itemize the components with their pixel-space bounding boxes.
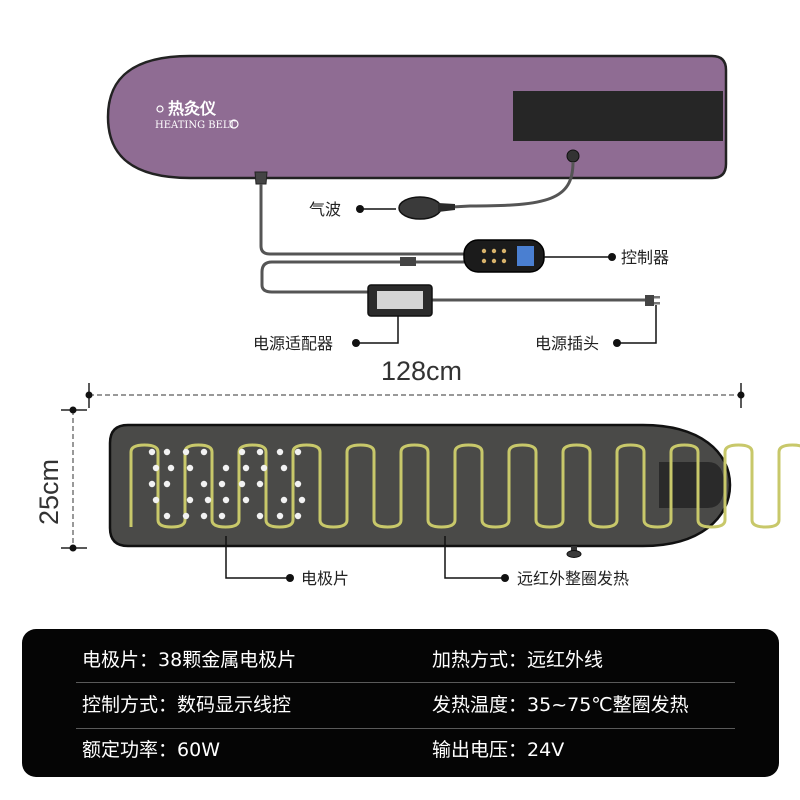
- belt-inner-connector: [566, 546, 582, 558]
- spec-row: 额定功率：60W 输出电压：24V: [52, 727, 749, 773]
- electrode-dot: [256, 480, 264, 488]
- belt-velcro-patch: [513, 91, 723, 141]
- spec-divider: [76, 728, 735, 729]
- electrode-dot: [222, 464, 230, 472]
- label-plug: 电源插头: [535, 334, 599, 353]
- electrode-dot: [148, 480, 156, 488]
- spec-divider: [76, 682, 735, 683]
- label-electrode: 电极片: [301, 569, 349, 588]
- belt-inner-velcro: [659, 462, 724, 508]
- electrode-dot: [280, 496, 288, 504]
- electrode-dot: [238, 480, 246, 488]
- label-adapter: 电源适配器: [253, 334, 333, 353]
- electrode-dot: [218, 480, 226, 488]
- logo-dot-icon: [156, 105, 164, 113]
- electrode-dot: [260, 464, 268, 472]
- cable-air-pump: [451, 161, 575, 209]
- spec-cell: 发热温度：35~75℃整圈发热: [432, 694, 689, 716]
- electrode-dot: [182, 448, 190, 456]
- logo-cn: 热灸仪: [168, 99, 217, 118]
- electrode-dot: [280, 464, 288, 472]
- power-plug-icon: [645, 295, 660, 306]
- air-pump-bulb-icon: [398, 196, 455, 220]
- electrode-dot: [204, 496, 212, 504]
- spec-cell: 电极片：38颗金属电极片: [82, 649, 297, 671]
- electrode-dot: [200, 512, 208, 520]
- belt-connector-right: [566, 149, 580, 163]
- electrode-group: [148, 448, 306, 520]
- electrode-dot: [294, 480, 302, 488]
- label-far-infrared: 远红外整圈发热: [517, 569, 629, 588]
- spec-panel: 电极片：38颗金属电极片 加热方式：远红外线 控制方式：数码显示线控 发热温度：…: [22, 629, 779, 777]
- heating-wire: [129, 443, 800, 529]
- electrode-dot: [276, 512, 284, 520]
- spec-row: 电极片：38颗金属电极片 加热方式：远红外线: [52, 637, 749, 683]
- electrode-dot: [256, 512, 264, 520]
- power-adapter-icon: [367, 284, 433, 317]
- electrode-dot: [256, 448, 264, 456]
- electrode-dot: [200, 480, 208, 488]
- belt-outer: [106, 54, 728, 180]
- product-diagram: 热灸仪 HEATING BELT 气波 控制器: [34, 54, 800, 588]
- electrode-dot: [186, 464, 194, 472]
- logo-en: HEATING BELT: [155, 120, 236, 131]
- electrode-dot: [222, 496, 230, 504]
- spec-row: 控制方式：数码显示线控 发热温度：35~75℃整圈发热: [52, 682, 749, 728]
- dimension-length: 128cm: [381, 356, 462, 386]
- electrode-dot: [242, 464, 250, 472]
- electrode-dot: [186, 496, 194, 504]
- label-air-pump: 气波: [309, 200, 341, 219]
- cable-ferrite: [400, 257, 416, 266]
- label-controller: 控制器: [621, 248, 669, 267]
- spec-cell: 加热方式：远红外线: [432, 649, 604, 671]
- electrode-dot: [218, 512, 226, 520]
- spec-cell: 输出电压：24V: [432, 739, 565, 761]
- electrode-dot: [294, 512, 302, 520]
- electrode-dot: [182, 512, 190, 520]
- electrode-dot: [276, 448, 284, 456]
- dimension-width: 25cm: [34, 459, 64, 525]
- electrode-dot: [163, 480, 171, 488]
- belt-connector-left: [254, 171, 268, 185]
- controller-remote-icon: [463, 239, 545, 273]
- electrode-dot: [242, 496, 250, 504]
- electrode-dot: [294, 448, 302, 456]
- spec-cell: 额定功率：60W: [82, 739, 220, 761]
- electrode-dot: [238, 448, 246, 456]
- cable-controller-to-adapter: [260, 260, 464, 294]
- spec-cell: 控制方式：数码显示线控: [82, 694, 292, 716]
- electrode-dot: [152, 496, 160, 504]
- electrode-dot: [167, 464, 175, 472]
- electrode-dot: [148, 448, 156, 456]
- electrode-dot: [163, 512, 171, 520]
- electrode-dot: [298, 496, 306, 504]
- electrode-dot: [152, 464, 160, 472]
- electrode-dot: [163, 448, 171, 456]
- logo-swirl-icon: [229, 119, 239, 129]
- electrode-dot: [200, 448, 208, 456]
- cable-belt-to-controller: [259, 184, 464, 256]
